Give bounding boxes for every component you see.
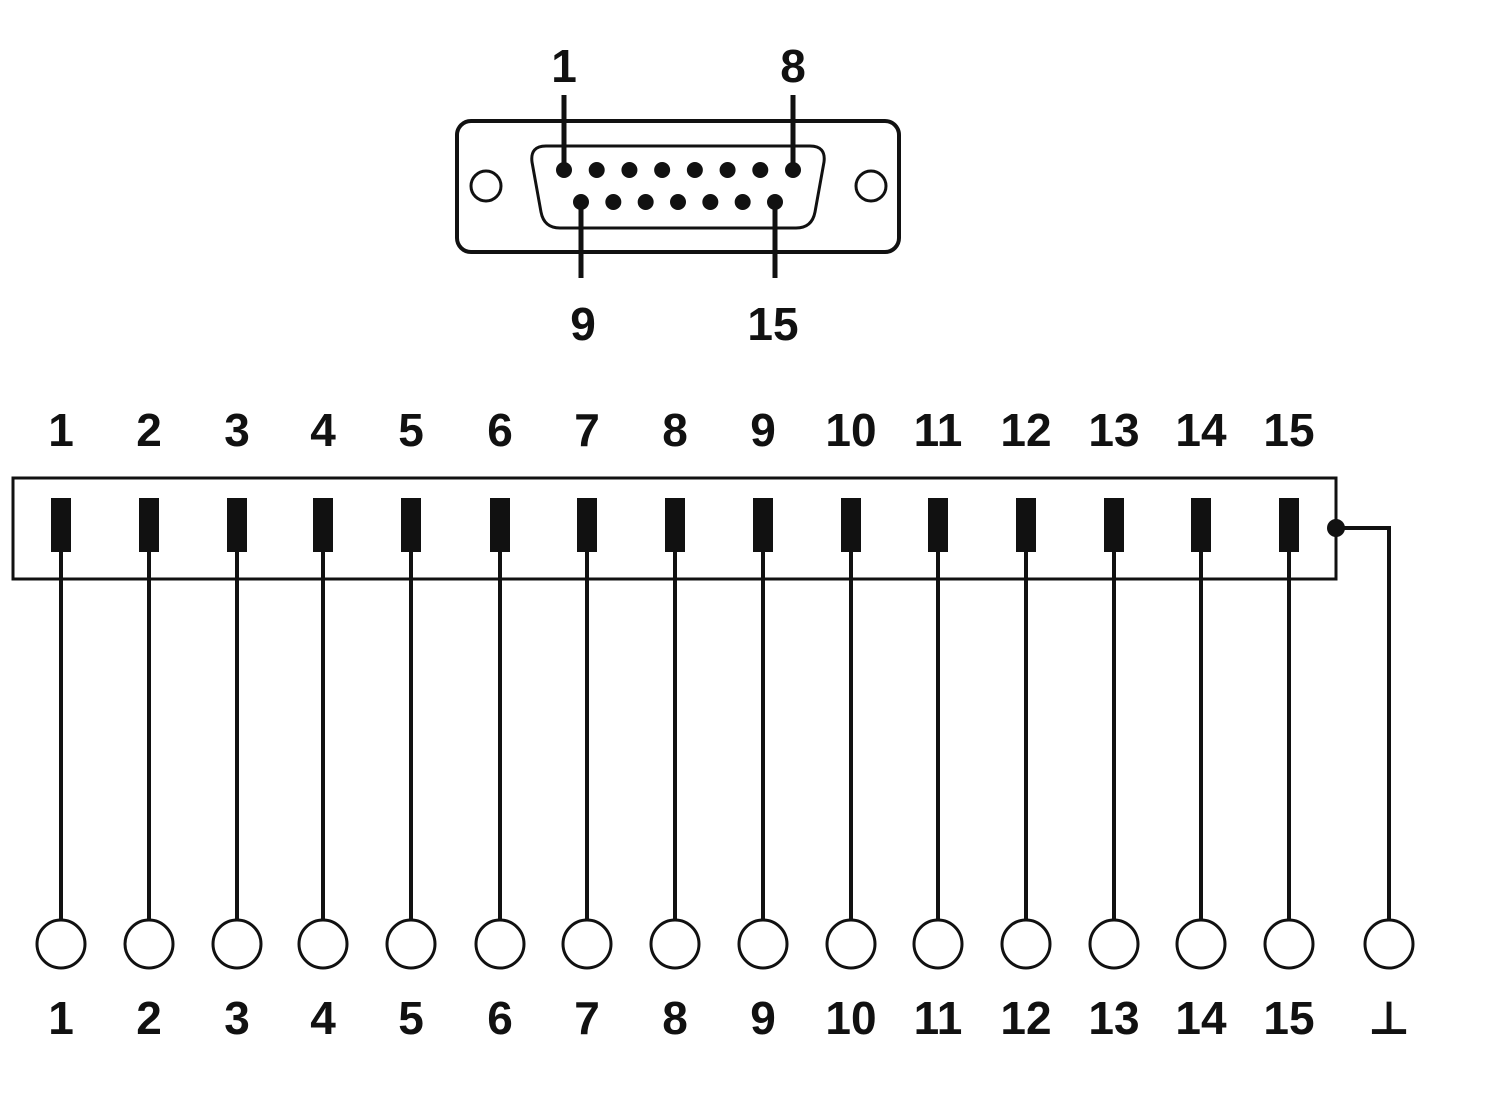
header-label-6: 6: [487, 404, 513, 456]
contact-12: [1016, 498, 1036, 552]
pin-row-bottom: [573, 194, 783, 210]
contact-row: [51, 498, 1299, 552]
terminal-label-7: 7: [574, 992, 600, 1044]
contact-8: [665, 498, 685, 552]
contact-14: [1191, 498, 1211, 552]
terminal-label-6: 6: [487, 992, 513, 1044]
contact-13: [1104, 498, 1124, 552]
dsub-pin-12: [670, 194, 686, 210]
ground-symbol-label: ⊥: [1368, 992, 1410, 1044]
header-label-5: 5: [398, 404, 424, 456]
pin15-label: 15: [747, 298, 798, 350]
header-label-9: 9: [750, 404, 776, 456]
connector-shell: [530, 144, 826, 230]
dsub-pin-14: [734, 194, 751, 210]
contact-10: [841, 498, 861, 552]
mounting-hole-right: [854, 169, 888, 203]
header-label-1: 1: [48, 404, 74, 456]
header-label-2: 2: [136, 404, 162, 456]
terminal-label-10: 10: [825, 992, 876, 1044]
header-label-14: 14: [1175, 404, 1227, 456]
terminal-9: [737, 918, 789, 970]
dsub-pin-3: [621, 162, 638, 178]
terminal-label-5: 5: [398, 992, 424, 1044]
dsub-pin-10: [605, 194, 622, 210]
header-label-13: 13: [1088, 404, 1139, 456]
shield-wire-line: [1336, 526, 1391, 920]
terminal-1: [35, 918, 87, 970]
header-label-11: 11: [914, 404, 963, 456]
terminal-14: [1175, 918, 1227, 970]
connector-flange: [455, 119, 901, 254]
terminal-label-4: 4: [310, 992, 336, 1044]
terminal-label-9: 9: [750, 992, 776, 1044]
pin1-label: 1: [551, 40, 577, 92]
contact-1: [51, 498, 71, 552]
terminal-6: [474, 918, 526, 970]
dsub-pin-7: [752, 162, 769, 178]
dsub-connector: 1 8 9 15: [455, 40, 901, 350]
header-label-4: 4: [310, 404, 336, 456]
terminal-2: [123, 918, 175, 970]
header-label-12: 12: [1000, 404, 1051, 456]
terminal-label-2: 2: [136, 992, 162, 1044]
pin8-label: 8: [780, 40, 806, 92]
mounting-hole-left: [469, 169, 503, 203]
terminal-5: [385, 918, 437, 970]
terminal-label-3: 3: [224, 992, 250, 1044]
dsub-pin-13: [702, 194, 719, 210]
shield-wire: [1327, 519, 1391, 920]
contact-6: [490, 498, 510, 552]
dsub-pin-6: [719, 162, 736, 178]
terminal-10: [825, 918, 877, 970]
terminal-label-12: 12: [1000, 992, 1051, 1044]
terminal-13: [1088, 918, 1140, 970]
pin9-label: 9: [570, 298, 596, 350]
terminal-15: [1263, 918, 1315, 970]
terminal-4: [297, 918, 349, 970]
contact-4: [313, 498, 333, 552]
terminal-7: [561, 918, 613, 970]
terminal-8: [649, 918, 701, 970]
contact-7: [577, 498, 597, 552]
wire-row: [59, 552, 1291, 920]
header-label-15: 15: [1263, 404, 1314, 456]
terminal-label-11: 11: [914, 992, 963, 1044]
terminal-12: [1000, 918, 1052, 970]
contact-5: [401, 498, 421, 552]
header-label-8: 8: [662, 404, 688, 456]
contact-3: [227, 498, 247, 552]
contact-11: [928, 498, 948, 552]
dsub-pin-2: [588, 162, 605, 178]
terminal-label-14: 14: [1175, 992, 1227, 1044]
terminal-ground: [1363, 918, 1415, 970]
pin-row-top: [556, 162, 801, 178]
terminal-label-1: 1: [48, 992, 74, 1044]
header-label-3: 3: [224, 404, 250, 456]
terminal-3: [211, 918, 263, 970]
dsub-pin-11: [637, 194, 654, 210]
contact-9: [753, 498, 773, 552]
dsub-pin-5: [686, 162, 703, 178]
header-label-7: 7: [574, 404, 600, 456]
terminal-label-15: 15: [1263, 992, 1314, 1044]
header-label-10: 10: [825, 404, 876, 456]
terminal-row: [35, 918, 1415, 970]
terminal-label-8: 8: [662, 992, 688, 1044]
contact-2: [139, 498, 159, 552]
dsub-pin-4: [654, 162, 671, 178]
terminal-11: [912, 918, 964, 970]
contact-15: [1279, 498, 1299, 552]
terminal-label-13: 13: [1088, 992, 1139, 1044]
